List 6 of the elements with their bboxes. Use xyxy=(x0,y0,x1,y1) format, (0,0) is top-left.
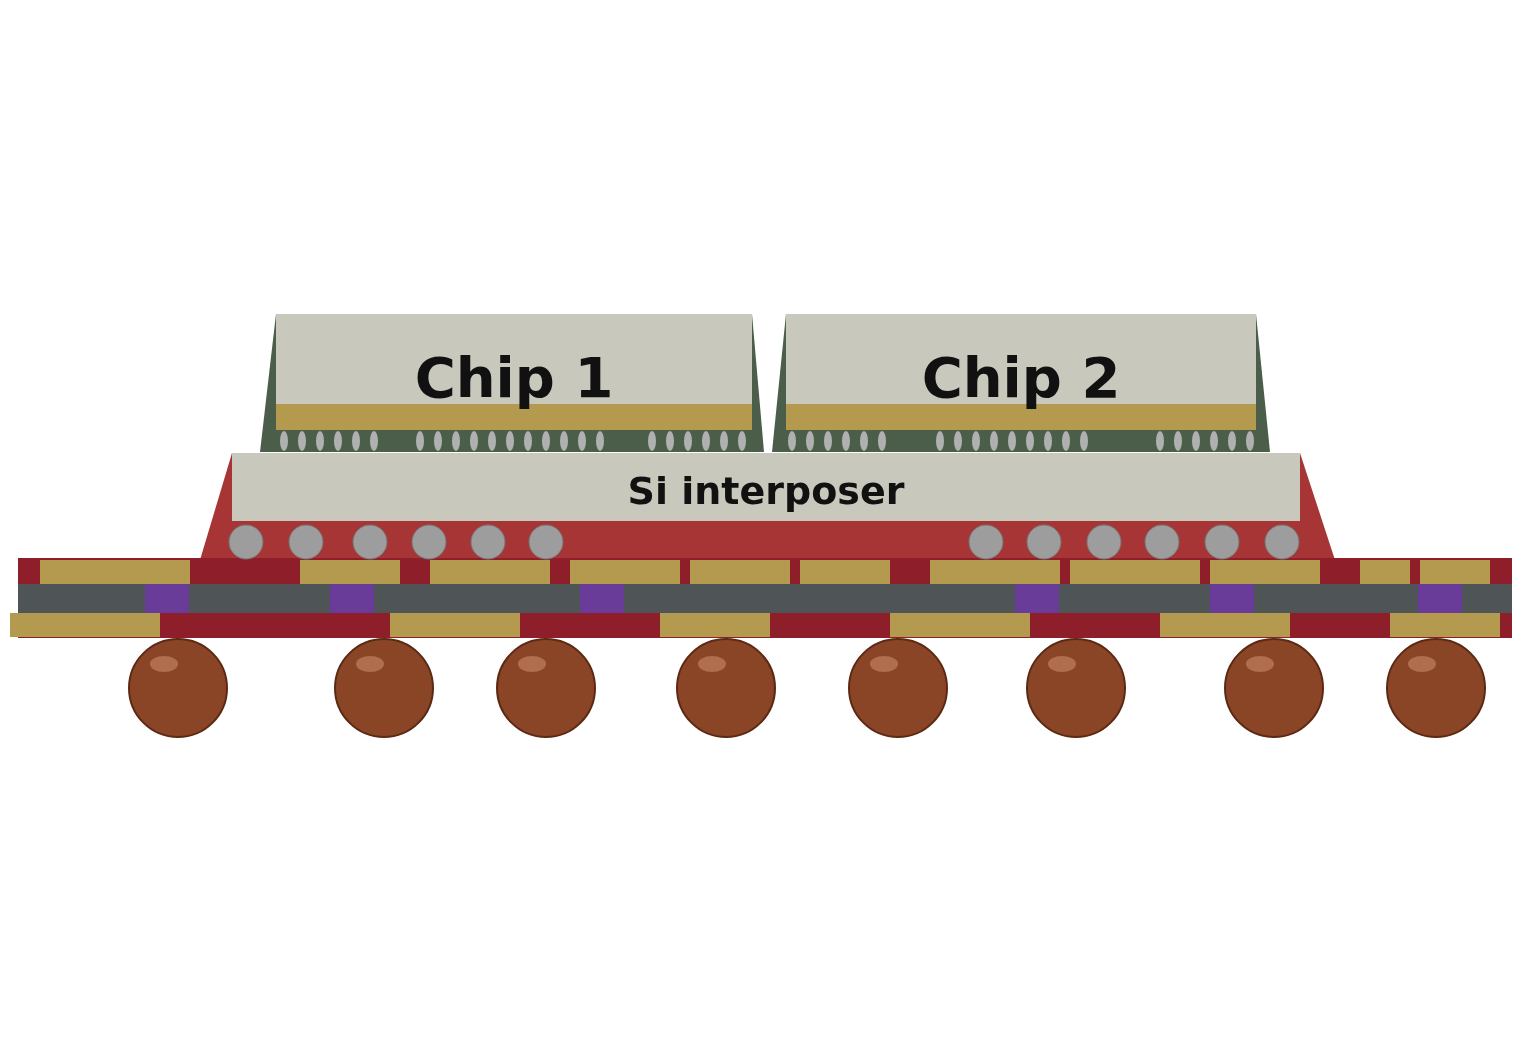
layer-label: Si interposer xyxy=(627,469,905,513)
chip-die xyxy=(786,314,1256,430)
chip-label: Chip 1 xyxy=(414,344,614,410)
chip-label: Chip 2 xyxy=(921,344,1121,410)
interposer-layer xyxy=(232,453,1300,521)
chip-die xyxy=(276,314,752,430)
